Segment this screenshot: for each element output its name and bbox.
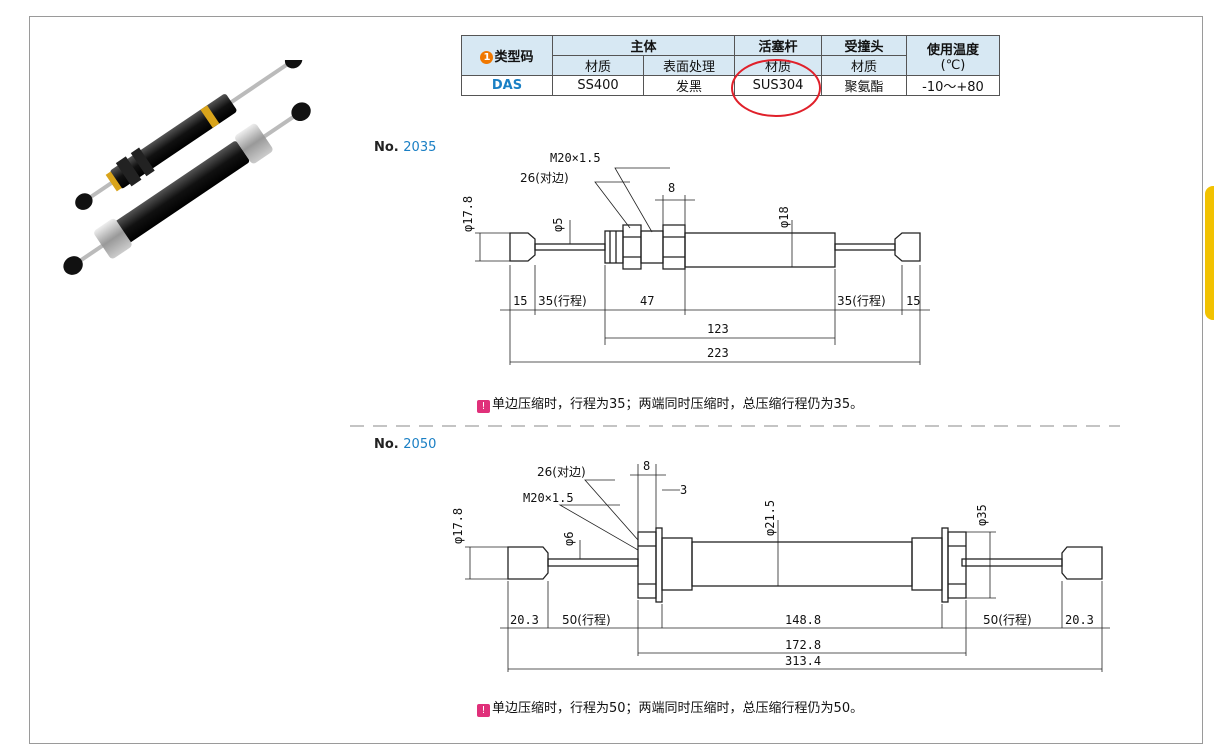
dim-body-len-2050: 148.8: [785, 613, 821, 627]
dim-body-len: 123: [707, 322, 729, 336]
shock-absorber-top: [75, 60, 303, 210]
dim-thread: M20×1.5: [550, 151, 601, 165]
dim-stroke-right: 35(行程): [837, 293, 886, 308]
dim-d-head: φ17.8: [461, 196, 475, 232]
shock-absorber-bottom: [63, 102, 311, 275]
product-photo: [63, 60, 311, 275]
dim-hex-2050: 26(对边): [537, 465, 586, 479]
drawing-2050: 26(对边) 8 M20×1.5 3 φ17.8 φ6 φ21.5 φ35 20…: [451, 459, 1110, 672]
side-tab[interactable]: [1205, 186, 1214, 320]
dim-total: 223: [707, 346, 729, 360]
dim-nut-2050: 8: [643, 459, 650, 473]
surface-cell: 发黑: [643, 75, 735, 96]
dim-d-rod-2050: φ6: [562, 532, 576, 546]
dim-stroke-left: 35(行程): [538, 293, 587, 308]
temp-cell: -10～+80: [906, 75, 1000, 96]
dim-d-rod: φ5: [551, 218, 565, 232]
note-mark-icon: !: [477, 400, 490, 413]
type-code-cell[interactable]: DAS: [461, 75, 553, 96]
red-circle-highlight: [731, 59, 821, 117]
dim-47: 47: [640, 294, 654, 308]
dim-total-2050: 313.4: [785, 654, 821, 668]
note-mark-icon: !: [477, 704, 490, 717]
body-material-header: 材质: [552, 55, 644, 76]
body-material-cell: SS400: [552, 75, 644, 96]
body-header: 主体: [552, 35, 735, 56]
dim-thread-2050: M20×1.5: [523, 491, 574, 505]
dim-mid-len: 172.8: [785, 638, 821, 652]
dim-flange: 3: [680, 483, 687, 497]
note-2035: !单边压缩时，行程为35；两端同时压缩时，总压缩行程仍为35。: [477, 393, 863, 413]
dim-d-head-2050: φ17.8: [451, 508, 465, 544]
badge-1: 1: [480, 51, 494, 64]
drawing-2035: M20×1.5 26(对边) 8 φ17.8 φ5 φ18 15 35(行程) …: [461, 151, 930, 365]
rod-material-header: 材质: [734, 55, 822, 76]
content-frame: [29, 16, 1203, 744]
table-row: DAS SS400 发黑 SUS304 聚氨酯 -10～+80: [461, 75, 1000, 96]
head-material-header: 材质: [821, 55, 907, 76]
dim-hex: 26(对边): [520, 171, 569, 185]
section-divider: [350, 425, 1120, 427]
rod-material-cell: SUS304: [734, 75, 822, 96]
dim-nut: 8: [668, 181, 675, 195]
model-label-2035: No. 2035: [374, 140, 437, 155]
dim-d-nut: φ35: [975, 504, 989, 526]
surface-header: 表面处理: [643, 55, 735, 76]
dim-stroke-left-2050: 50(行程): [562, 612, 611, 627]
dim-d-body-2050: φ21.5: [763, 500, 777, 536]
head-header: 受撞头: [821, 35, 907, 56]
rod-header: 活塞杆: [734, 35, 822, 56]
temp-header: 使用温度(℃): [906, 35, 1000, 76]
dim-head-len-right-2050: 20.3: [1065, 613, 1094, 627]
dim-d-body: φ18: [777, 206, 791, 228]
dim-head-len-right: 15: [906, 294, 920, 308]
dim-head-len-2050: 20.3: [510, 613, 539, 627]
model-label-2050: No. 2050: [374, 437, 437, 452]
dim-head-len: 15: [513, 294, 527, 308]
head-material-cell: 聚氨酯: [821, 75, 907, 96]
note-2050: !单边压缩时，行程为50；两端同时压缩时，总压缩行程仍为50。: [477, 697, 863, 717]
dim-stroke-right-2050: 50(行程): [983, 612, 1032, 627]
